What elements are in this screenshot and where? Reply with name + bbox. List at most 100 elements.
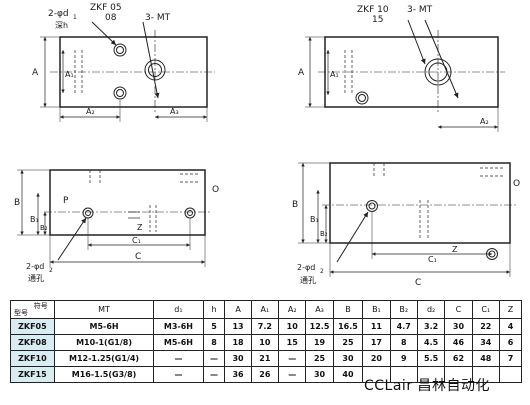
port-thread-icon xyxy=(424,58,452,86)
table-cell: 62 xyxy=(444,350,473,367)
dim-b2: B₂ xyxy=(40,224,48,232)
model-label: ZKF 10 xyxy=(357,5,389,15)
table-cell xyxy=(471,366,500,383)
table-cell: 26 xyxy=(250,366,280,383)
table-cell: 10 xyxy=(278,318,307,335)
dim-b2: B₂ xyxy=(320,230,328,238)
table-cell: 20 xyxy=(362,350,391,367)
table-cell: 5.5 xyxy=(416,350,446,367)
table-cell: 3.2 xyxy=(416,318,446,335)
table-cell: 30 xyxy=(332,350,364,367)
table-cell: 25 xyxy=(305,350,334,367)
view-top-left-labels: ZKF 05 08 2-φd 1 深h 3- MT A A₁ A₂ A₃ xyxy=(32,3,179,116)
table-header-row: 符号 型号 MT d₁ h A A₁ A₂ A₃ B B₁ B₂ d₂ C C₁… xyxy=(10,300,523,319)
table-cell: 18 xyxy=(224,334,252,351)
table-cell: M12-1.25(G1/4) xyxy=(53,350,155,367)
dim-c1: C₁ xyxy=(428,255,437,264)
col-header: C₁ xyxy=(471,300,500,319)
table-cell: 48 xyxy=(471,350,500,367)
port-p-label: P xyxy=(63,196,69,206)
model-cell: ZKF15 xyxy=(10,366,55,383)
col-header: A xyxy=(224,300,252,319)
view-bottom-left xyxy=(17,169,212,267)
table-cell: — xyxy=(202,366,226,383)
through-hole-label: 通孔 xyxy=(28,273,44,283)
watermark-brand: CCLair 昌林自动化 xyxy=(364,378,491,394)
mount-hole-icon xyxy=(113,86,127,100)
table-cell: 46 xyxy=(444,334,473,351)
table-cell: — xyxy=(202,350,226,367)
table-cell: — xyxy=(153,366,204,383)
col-header: B₁ xyxy=(362,300,391,319)
table-cell: M5-6H xyxy=(53,318,155,335)
table-cell: 10 xyxy=(250,334,280,351)
dim-c: C xyxy=(415,278,421,288)
table-cell: 5 xyxy=(202,318,226,335)
table-cell xyxy=(498,366,523,383)
view-bottom-left-labels: B B₁ B₂ P O Z C₁ C 2-φd 2 通孔 xyxy=(14,185,219,283)
table-cell: 40 xyxy=(332,366,364,383)
view-bottom-right-labels: B B₁ B₂ O Z C₁ C 2-φd 2 通孔 xyxy=(292,179,520,288)
table-cell: M5-6H xyxy=(153,334,204,351)
table-cell: — xyxy=(278,350,307,367)
port-o-label: O xyxy=(212,185,219,195)
col-header: MT xyxy=(53,300,155,319)
col-header: d₂ xyxy=(416,300,446,319)
dim-a: A xyxy=(298,68,305,78)
table-cell: 30 xyxy=(224,350,252,367)
view-top-right-labels: ZKF 10 15 3- MT A A₁ A₂ xyxy=(298,5,489,126)
port-z-label: Z xyxy=(452,245,458,254)
dim-a2: A₂ xyxy=(86,107,95,116)
view-top-right xyxy=(305,19,505,132)
dim-c1: C₁ xyxy=(132,236,141,245)
table-cell: 36 xyxy=(224,366,252,383)
table-cell: 7.2 xyxy=(250,318,280,335)
dim-a1: A₁ xyxy=(330,70,339,79)
table-cell: 8 xyxy=(389,334,418,351)
table-cell: M16-1.5(G3/8) xyxy=(53,366,155,383)
dim-a1: A₁ xyxy=(65,70,74,79)
table-cell: 34 xyxy=(471,334,500,351)
table-cell: M3-6H xyxy=(153,318,204,335)
hole-label: 2-φd xyxy=(26,262,44,271)
table-cell: 7 xyxy=(498,350,523,367)
port-thread-icon xyxy=(144,59,166,81)
mount-hole-icon xyxy=(355,91,369,105)
technical-drawing: ZKF 05 08 2-φd 1 深h 3- MT A A₁ A₂ A₃ ZKF… xyxy=(14,3,520,288)
port-p-icon xyxy=(366,200,378,212)
thread-label: 3- MT xyxy=(407,5,433,15)
corner-header: 符号 型号 xyxy=(10,300,55,319)
model-label: ZKF 05 xyxy=(90,3,122,13)
table-cell: 4 xyxy=(498,318,523,335)
table-cell: — xyxy=(153,350,204,367)
dim-a2: A₂ xyxy=(480,117,489,126)
col-header: Z xyxy=(498,300,523,319)
view-bottom-right xyxy=(298,162,516,277)
hole-label: 2-φd xyxy=(297,263,315,272)
port-p-icon xyxy=(82,207,94,219)
through-hole-label: 通孔 xyxy=(300,275,316,285)
port-z-label: Z xyxy=(137,223,143,232)
depth-label: 深h xyxy=(55,21,68,30)
col-header: A₁ xyxy=(250,300,280,319)
svg-text:1: 1 xyxy=(73,14,77,21)
model-cell: ZKF08 xyxy=(10,334,55,351)
dim-b: B xyxy=(292,200,298,210)
col-header: h xyxy=(202,300,226,319)
view-top-left xyxy=(40,21,215,122)
table-cell: 12.5 xyxy=(305,318,334,335)
table-cell: 30 xyxy=(444,318,473,335)
table-cell: 9 xyxy=(389,350,418,367)
table-cell: 30 xyxy=(305,366,334,383)
col-header: A₃ xyxy=(305,300,334,319)
model-label-2: 08 xyxy=(105,13,117,23)
model-cell: ZKF05 xyxy=(10,318,55,335)
col-header: B₂ xyxy=(389,300,418,319)
dim-b: B xyxy=(14,198,20,208)
hole-label: 2-φd xyxy=(48,9,69,19)
table-cell: 19 xyxy=(305,334,334,351)
table-cell: 15 xyxy=(278,334,307,351)
